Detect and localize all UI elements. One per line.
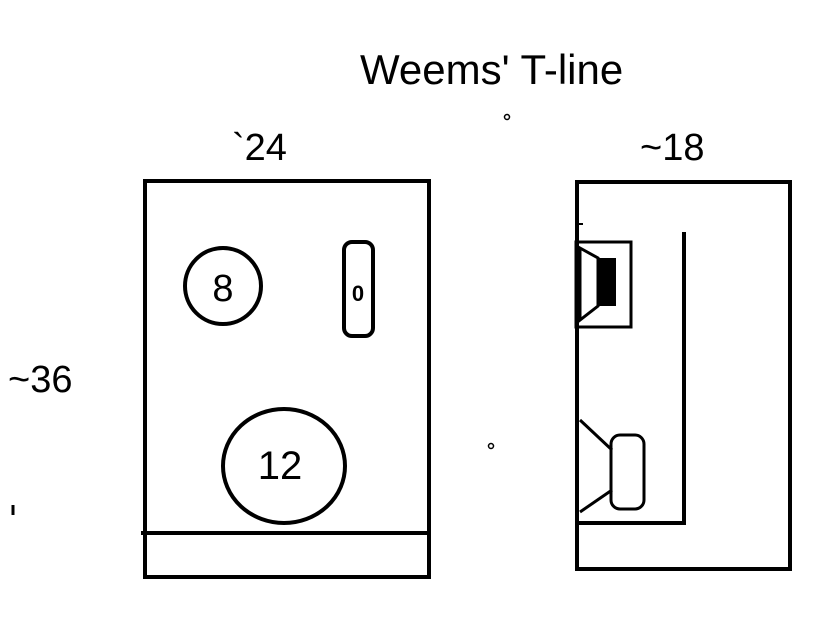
side-view [574,180,792,571]
upper-driver-circle [183,246,263,326]
upper-driver-cone [578,245,600,324]
front-width-label: `24 [232,127,287,169]
diagram-title: Weems' T-line [360,46,623,93]
woofer-cone-top [578,418,614,452]
woofer-magnet [609,433,646,511]
woofer-circle [221,407,347,525]
tline-baffle [577,232,686,525]
upper-driver-magnet [598,258,616,306]
stray-dot [503,113,511,121]
side-cabinet-outline [575,180,792,571]
woofer-label: 12 [258,444,303,488]
woofer-cone-bottom [579,488,613,514]
upper-driver-label: 8 [212,268,233,310]
height-label: ~36 [8,359,72,401]
side-depth-label: ~18 [640,127,704,169]
upper-driver-box [574,240,633,329]
front-view: 8 0 12 [141,179,431,579]
tweeter-outline [342,240,375,338]
front-cabinet-outline [143,179,431,579]
stray-dot [487,442,495,450]
tweeter-label: 0 [352,281,364,306]
